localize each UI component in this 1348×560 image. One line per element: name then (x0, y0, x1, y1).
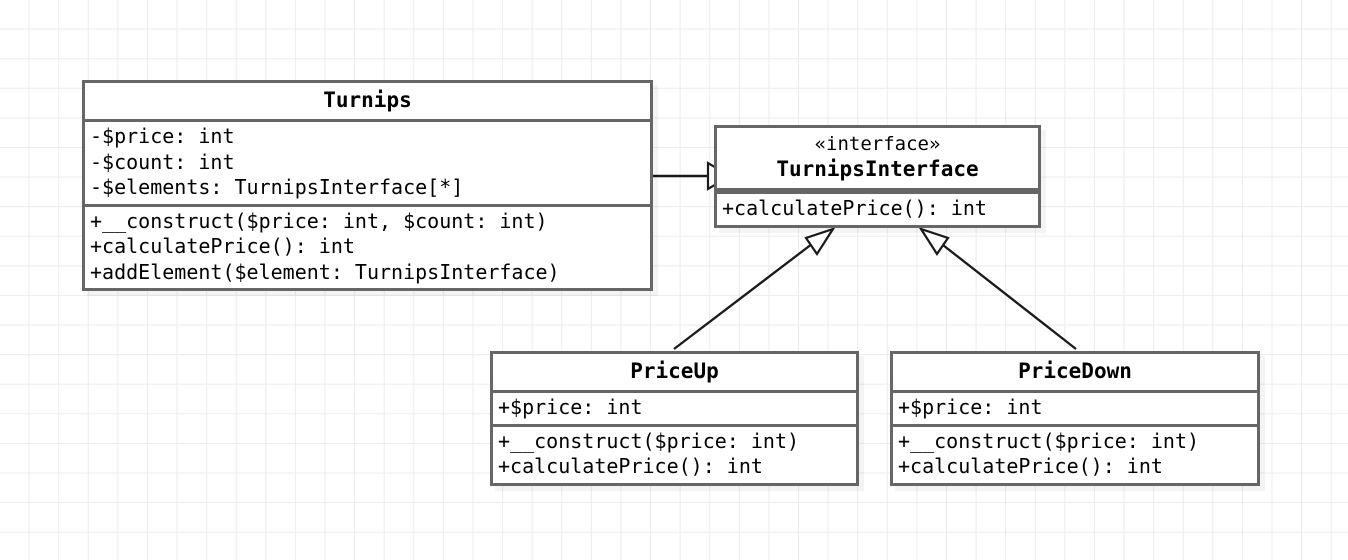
attributes-compartment-price-up: +$price: int (493, 390, 856, 424)
connector-line (924, 230, 1077, 350)
methods-compartment-turnips-interface: +calculatePrice(): int (717, 191, 1038, 225)
class-name-price-down: PriceDown (1018, 359, 1132, 383)
class-name-turnips: Turnips (323, 88, 412, 112)
class-name-turnips-interface: TurnipsInterface (776, 157, 979, 181)
class-name-price-up: PriceUp (630, 359, 719, 383)
methods-compartment-price-down: +__construct($price: int) +calculatePric… (893, 423, 1257, 483)
attribute-row: -$count: int (90, 149, 235, 174)
class-header-turnips: Turnips (85, 83, 650, 119)
class-header-price-down: PriceDown (893, 354, 1257, 390)
method-row: +calculatePrice(): int (898, 454, 1163, 478)
open-triangle-arrowhead-icon (918, 226, 950, 256)
open-triangle-arrowhead-icon (804, 226, 836, 256)
method-row: +calculatePrice(): int (90, 234, 355, 258)
method-row: +addElement($element: TurnipsInterface) (90, 259, 560, 284)
method-row: +calculatePrice(): int (722, 196, 987, 220)
class-box-price-down[interactable]: PriceDown +$price: int +__construct($pri… (890, 351, 1260, 486)
class-header-turnips-interface: «interface» TurnipsInterface (717, 128, 1038, 188)
attributes-compartment-price-down: +$price: int (893, 390, 1257, 424)
methods-compartment-price-up: +__construct($price: int) +calculatePric… (493, 423, 856, 483)
attribute-row: +$price: int (898, 395, 1043, 419)
connector-line (673, 230, 830, 350)
attribute-row: -$price: int (90, 124, 235, 148)
class-box-price-up[interactable]: PriceUp +$price: int +__construct($price… (490, 351, 859, 486)
stereotype-label: «interface» (814, 133, 941, 155)
method-row: +__construct($price: int) (898, 428, 1200, 453)
attribute-row: -$elements: TurnipsInterface[*] (90, 175, 464, 199)
connector-pricedown-to-interface (918, 226, 1077, 350)
class-box-turnips-interface[interactable]: «interface» TurnipsInterface +calculateP… (714, 125, 1041, 228)
method-row: +__construct($price: int, $count: int) (90, 208, 548, 233)
attributes-compartment-turnips-interface (717, 188, 1038, 191)
method-row: +__construct($price: int) (498, 428, 800, 453)
attribute-row: +$price: int (498, 395, 643, 419)
attributes-compartment-turnips: -$price: int -$count: int -$elements: Tu… (85, 119, 650, 204)
class-box-turnips[interactable]: Turnips -$price: int -$count: int -$elem… (82, 80, 653, 291)
connector-priceup-to-interface (673, 226, 836, 350)
method-row: +calculatePrice(): int (498, 454, 763, 478)
methods-compartment-turnips: +__construct($price: int, $count: int) +… (85, 203, 650, 289)
class-header-price-up: PriceUp (493, 354, 856, 390)
